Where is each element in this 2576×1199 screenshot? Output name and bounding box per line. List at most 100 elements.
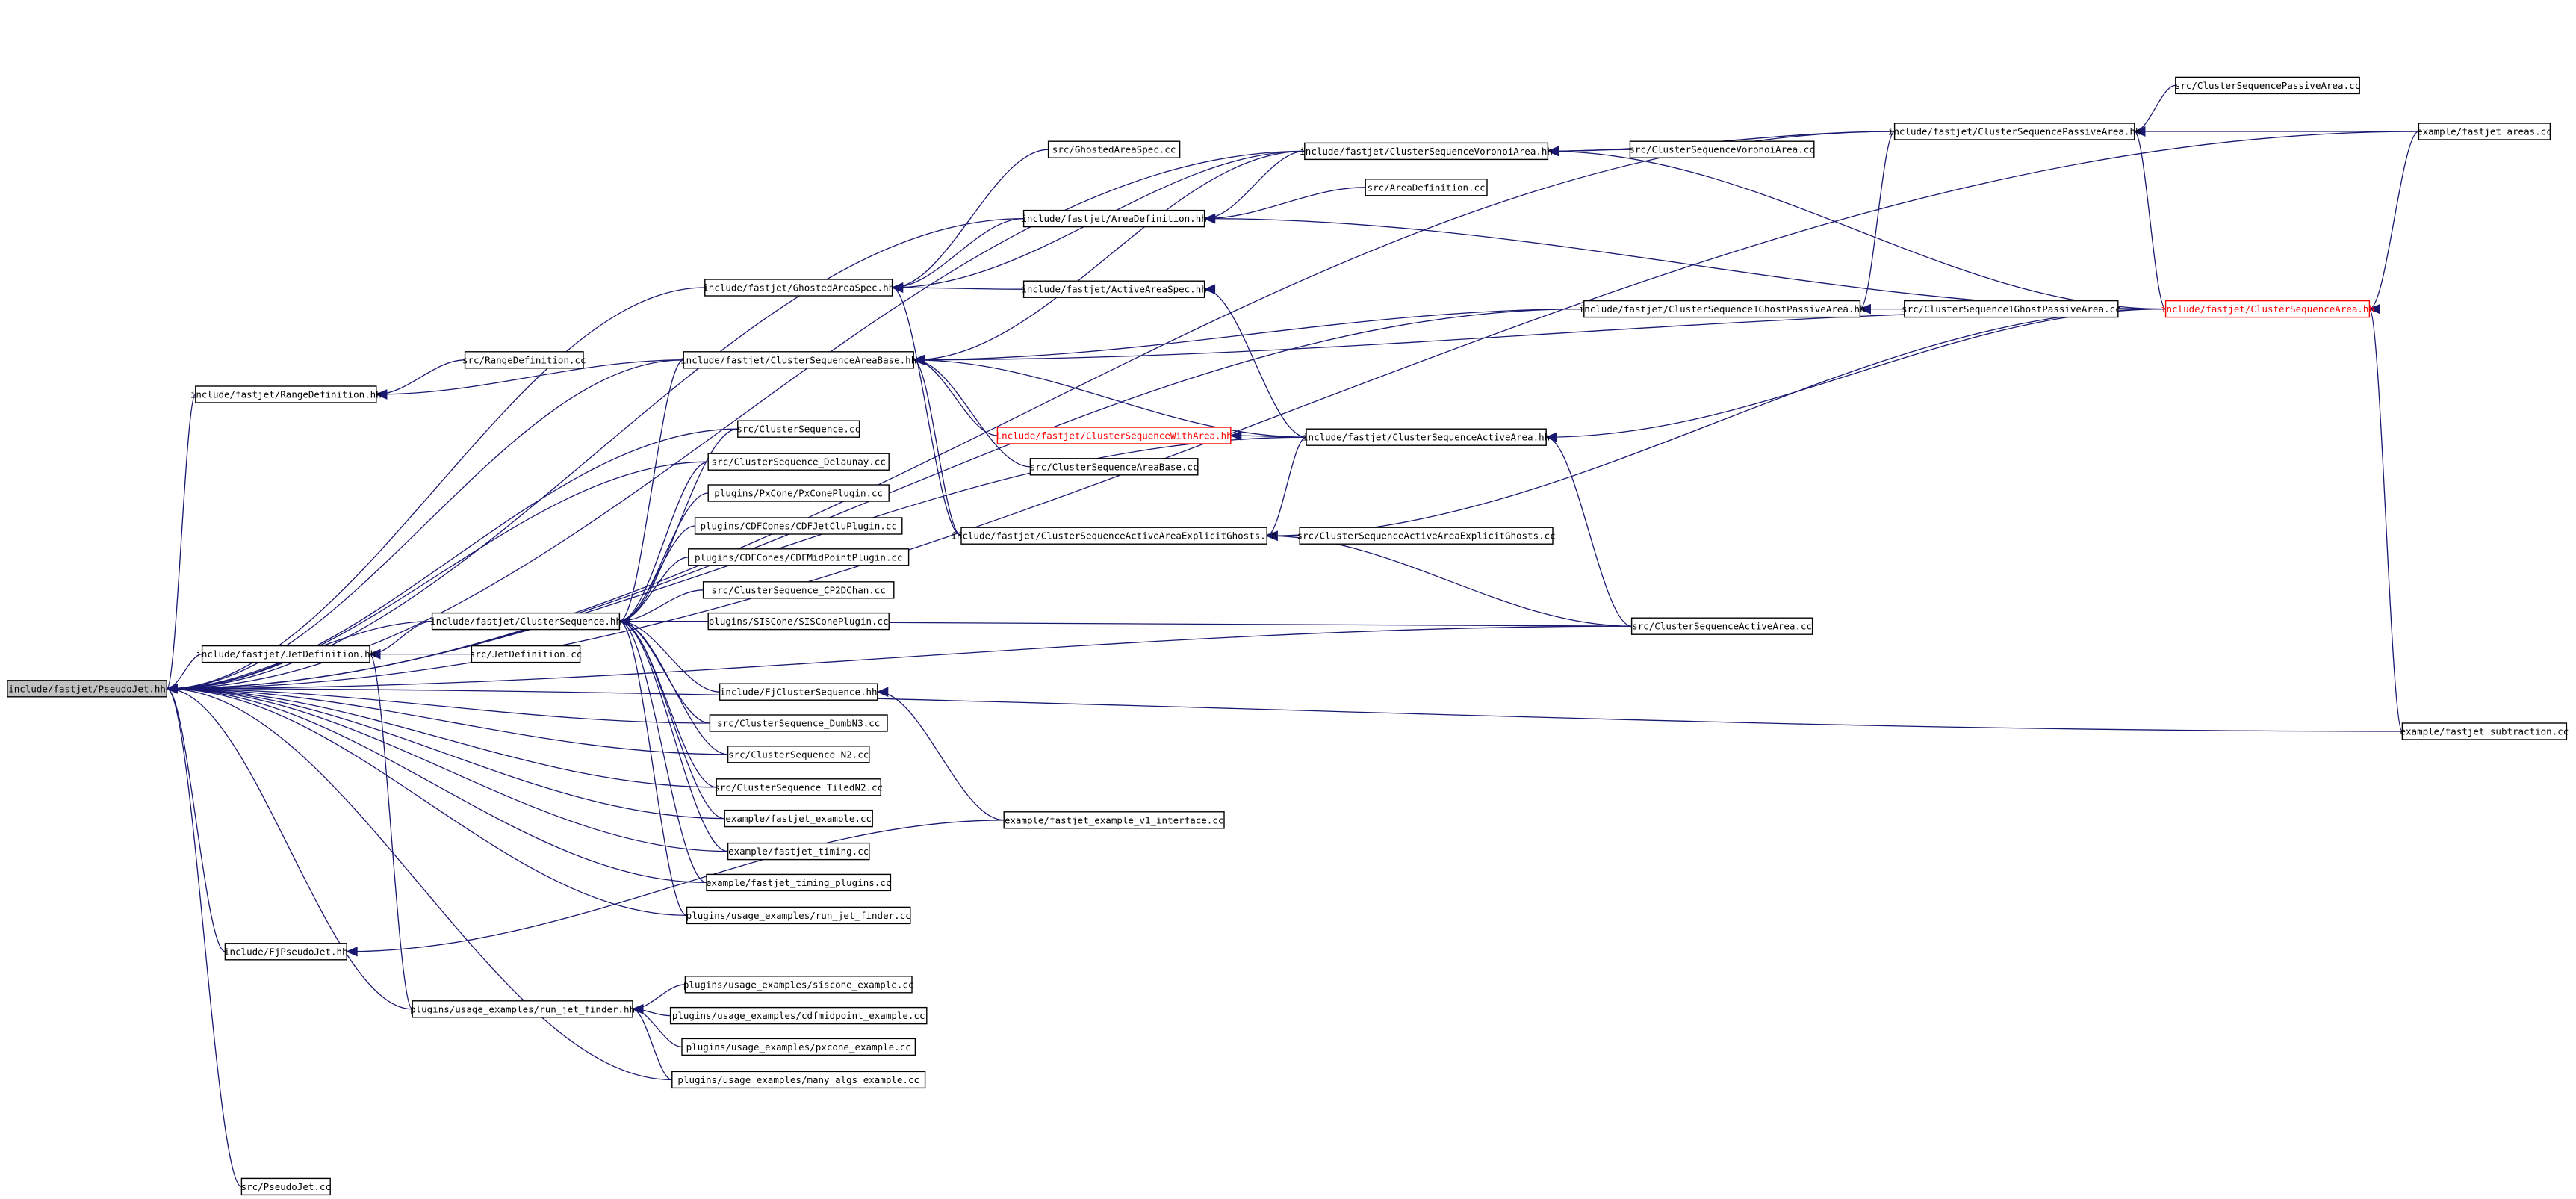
node-box[interactable] (727, 746, 870, 763)
node-box[interactable] (724, 809, 873, 828)
node-box[interactable] (671, 1071, 926, 1089)
node-box[interactable] (2175, 76, 2360, 95)
node-box[interactable] (686, 906, 911, 925)
node-box[interactable] (1306, 428, 1547, 446)
node-root[interactable]: include/fastjet/PseudoJet.hh (7, 680, 167, 698)
node-csactive_cc[interactable]: src/ClusterSequenceActiveArea.cc (1630, 617, 1813, 635)
node-box[interactable] (1022, 280, 1205, 298)
node-ghosted_cc[interactable]: src/GhostedAreaSpec.cc (1047, 140, 1181, 158)
node-cs1gpa_hh[interactable]: include/fastjet/ClusterSequence1GhostPas… (1579, 300, 1866, 318)
node-box[interactable] (960, 527, 1267, 545)
node-box[interactable] (2164, 300, 2371, 318)
node-activespec_hh[interactable]: include/fastjet/ActiveAreaSpec.hh (1021, 280, 1207, 298)
node-csvor_hh[interactable]: include/fastjet/ClusterSequenceVoronoiAr… (1300, 142, 1553, 161)
node-box[interactable] (1904, 300, 2119, 318)
node-box[interactable] (201, 645, 370, 663)
node-cdfmid_ex[interactable]: plugins/usage_examples/cdfmidpoint_examp… (669, 1006, 928, 1025)
node-box[interactable] (7, 680, 167, 698)
node-siscone_ex[interactable]: plugins/usage_examples/siscone_example.c… (683, 976, 914, 994)
node-csab_hh[interactable]: include/fastjet/ClusterSequenceAreaBase.… (680, 351, 916, 369)
node-areadef_cc[interactable]: src/AreaDefinition.cc (1365, 179, 1488, 196)
node-pseudojet_cc[interactable]: src/PseudoJet.cc (240, 1177, 331, 1196)
node-cdfmid[interactable]: plugins/CDFCones/CDFMidPointPlugin.cc (688, 548, 910, 566)
node-box[interactable] (1299, 527, 1554, 545)
node-areadef_hh[interactable]: include/fastjet/AreaDefinition.hh (1021, 209, 1207, 228)
node-csaaeg_cc[interactable]: src/ClusterSequenceActiveAreaExplicitGho… (1297, 527, 1556, 545)
node-rangedef_hh[interactable]: include/fastjet/RangeDefinition.hh (190, 385, 382, 403)
node-box[interactable] (431, 612, 621, 631)
node-csaaeg_hh[interactable]: include/fastjet/ClusterSequenceActiveAre… (951, 527, 1277, 545)
node-delaunay_cc[interactable]: src/ClusterSequence_Delaunay.cc (707, 453, 890, 471)
node-siscone_plugin[interactable]: plugins/SISCone/SISConePlugin.cc (707, 612, 890, 631)
node-box[interactable] (224, 943, 347, 961)
node-box[interactable] (707, 484, 890, 502)
node-box[interactable] (702, 581, 895, 599)
node-cswitharea_hh[interactable]: include/fastjet/ClusterSequenceWithArea.… (996, 427, 1232, 444)
node-ex_subtraction[interactable]: example/fastjet_subtraction.cc (2400, 722, 2569, 740)
node-box[interactable] (706, 873, 892, 892)
node-ex_areas[interactable]: example/fastjet_areas.cc (2417, 123, 2552, 140)
node-box[interactable] (1029, 458, 1199, 476)
node-fj_v1_iface[interactable]: example/fastjet_example_v1_interface.cc (1003, 811, 1225, 829)
node-pxcone_plugin[interactable]: plugins/PxCone/PxConePlugin.cc (707, 484, 890, 502)
node-csab_cc[interactable]: src/ClusterSequenceAreaBase.cc (1029, 458, 1199, 476)
node-csarea_hh[interactable]: include/fastjet/ClusterSequenceArea.hh (2161, 300, 2374, 318)
node-box[interactable] (716, 778, 881, 796)
node-fjpseudo_hh[interactable]: include/FjPseudoJet.hh (224, 943, 348, 961)
node-box[interactable] (2418, 123, 2551, 140)
node-cs_hh[interactable]: include/fastjet/ClusterSequence.hh (430, 612, 621, 631)
node-run_jet_cc[interactable]: plugins/usage_examples/run_jet_finder.cc (686, 906, 911, 925)
node-box[interactable] (688, 548, 910, 566)
node-box[interactable] (737, 420, 860, 438)
node-box[interactable] (1583, 300, 1861, 318)
node-csvor_cc[interactable]: src/ClusterSequenceVoronoiArea.cc (1629, 140, 1815, 158)
node-box[interactable] (681, 1038, 916, 1056)
node-cdfjetclu[interactable]: plugins/CDFCones/CDFJetCluPlugin.cc (694, 517, 903, 535)
node-box[interactable] (2401, 722, 2568, 740)
node-box[interactable] (727, 842, 870, 861)
node-run_jet_hh[interactable]: plugins/usage_examples/run_jet_finder.hh (410, 1000, 635, 1018)
node-cs_cc[interactable]: src/ClusterSequence.cc (736, 420, 860, 438)
node-box[interactable] (996, 427, 1232, 444)
node-box[interactable] (704, 279, 893, 297)
node-box[interactable] (1304, 142, 1549, 161)
node-ex_timing_plugins[interactable]: example/fastjet_timing_plugins.cc (706, 873, 892, 892)
node-rangedef_cc[interactable]: src/RangeDefinition.cc (462, 351, 586, 369)
node-many_algs[interactable]: plugins/usage_examples/many_algs_example… (671, 1071, 926, 1089)
node-ex_fj[interactable]: example/fastjet_example.cc (724, 809, 873, 828)
node-ex_timing[interactable]: example/fastjet_timing.cc (727, 842, 870, 861)
node-box[interactable] (1022, 209, 1205, 228)
node-box[interactable] (707, 612, 890, 631)
node-box[interactable] (709, 714, 888, 732)
node-box[interactable] (683, 351, 914, 369)
node-box[interactable] (1629, 140, 1815, 158)
node-ghosted_hh[interactable]: include/fastjet/GhostedAreaSpec.hh (703, 279, 894, 297)
node-csactive_hh[interactable]: include/fastjet/ClusterSequenceActiveAre… (1303, 428, 1550, 446)
node-box[interactable] (1893, 123, 2135, 140)
node-box[interactable] (1047, 140, 1181, 158)
node-box[interactable] (1003, 811, 1225, 829)
node-box[interactable] (1365, 179, 1488, 196)
node-cp2dchan[interactable]: src/ClusterSequence_CP2DChan.cc (702, 581, 895, 599)
node-box[interactable] (471, 645, 581, 663)
node-box[interactable] (684, 976, 913, 994)
node-n2[interactable]: src/ClusterSequence_N2.cc (727, 746, 870, 763)
node-jetdef_hh[interactable]: include/fastjet/JetDefinition.hh (196, 645, 376, 663)
node-jetdef_cc[interactable]: src/JetDefinition.cc (470, 645, 583, 663)
node-box[interactable] (1630, 617, 1813, 635)
node-cs1gpa_cc[interactable]: src/ClusterSequence1GhostPassiveArea.cc (1902, 300, 2121, 318)
node-cspassive_cc[interactable]: src/ClusterSequencePassiveArea.cc (2175, 76, 2360, 95)
node-cspassive_hh[interactable]: include/fastjet/ClusterSequencePassiveAr… (1888, 123, 2141, 140)
node-box[interactable] (412, 1000, 633, 1018)
node-box[interactable] (719, 683, 878, 701)
node-box[interactable] (694, 517, 903, 535)
node-tiledn2[interactable]: src/ClusterSequence_TiledN2.cc (714, 778, 883, 796)
node-fjcs_hh[interactable]: include/FjClusterSequence.hh (719, 683, 878, 701)
node-pxcone_ex[interactable]: plugins/usage_examples/pxcone_example.cc (681, 1038, 916, 1056)
node-dumbn3[interactable]: src/ClusterSequence_DumbN3.cc (709, 714, 888, 732)
node-box[interactable] (195, 385, 377, 403)
node-box[interactable] (464, 351, 584, 369)
node-box[interactable] (707, 453, 890, 471)
node-box[interactable] (240, 1177, 331, 1196)
node-box[interactable] (669, 1006, 928, 1025)
